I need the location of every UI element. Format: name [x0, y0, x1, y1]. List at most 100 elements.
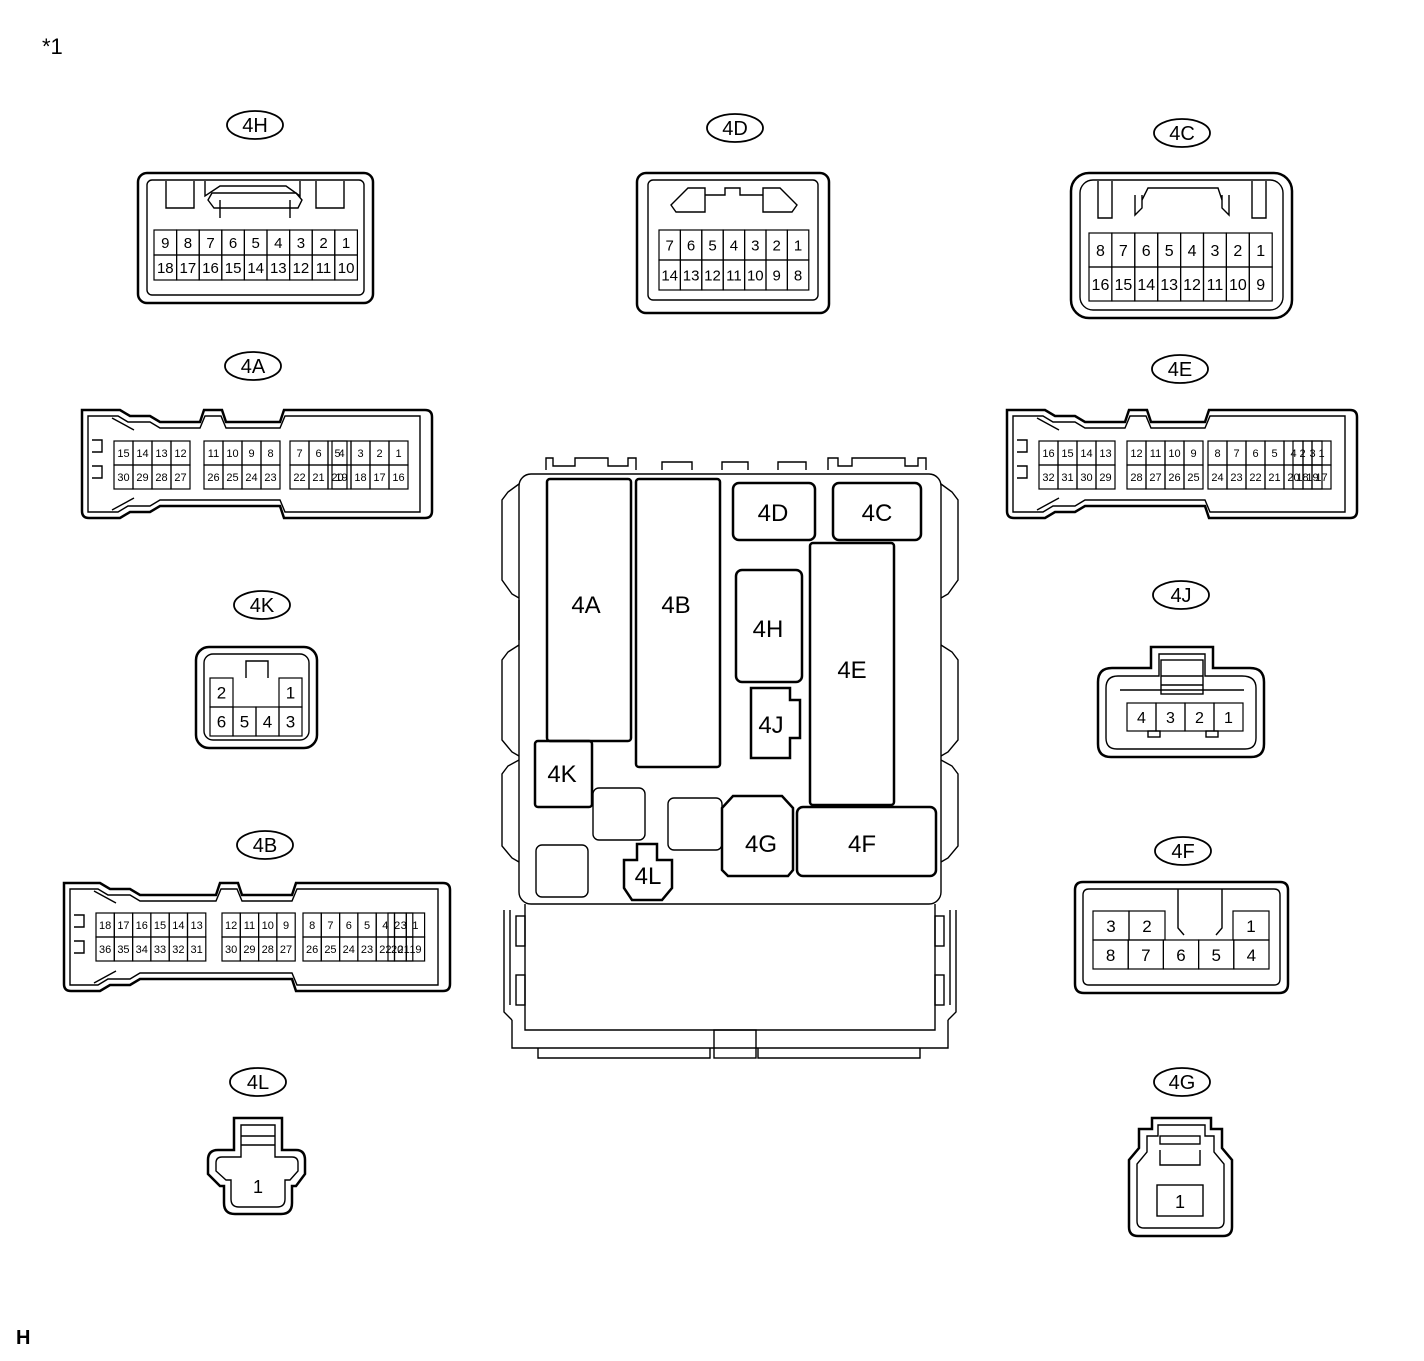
- pin-label: 7: [327, 920, 333, 932]
- pin-label: 14: [1137, 277, 1155, 294]
- connector-tag-4f: 4F: [1171, 841, 1194, 863]
- pin-label: 13: [1160, 277, 1178, 294]
- pin-cell: [1311, 464, 1332, 490]
- pin-label: 9: [1256, 277, 1265, 294]
- block-label-4e: 4E: [837, 657, 866, 684]
- pin-label: 20: [331, 472, 343, 484]
- pin-label: 29: [136, 472, 148, 484]
- socket-4e: [808, 541, 896, 807]
- pin-label: 5: [364, 920, 370, 932]
- pin-label: 13: [155, 448, 167, 460]
- pin-label: 3: [1166, 710, 1175, 727]
- pin-label: 4: [1247, 946, 1256, 965]
- connector-tag-4l: 4L: [247, 1072, 269, 1094]
- pin-label: 11: [244, 920, 255, 932]
- pin-label: 28: [262, 944, 274, 956]
- pin-label: 4: [1188, 243, 1197, 260]
- pin-label: 10: [1229, 277, 1247, 294]
- connector-4e: [1005, 408, 1359, 520]
- pin-label: 8: [1214, 448, 1220, 460]
- pin-label: 24: [1211, 472, 1223, 484]
- pin-label: 10: [1168, 448, 1180, 460]
- pin-cell: [786, 259, 810, 291]
- pin-label: 5: [1211, 946, 1220, 965]
- pin-label: 18: [354, 472, 366, 484]
- pin-label: 6: [229, 235, 237, 252]
- pin-label: 17: [180, 260, 197, 277]
- pin-label: 4: [338, 448, 344, 460]
- pin-label: 9: [283, 920, 289, 932]
- socket-4j: [749, 686, 802, 760]
- socket-4h: [734, 568, 804, 684]
- pin-label: 23: [361, 944, 373, 956]
- pin-label: 2: [394, 920, 400, 932]
- connector-tag-4h: 4H: [242, 115, 268, 137]
- pin-label: 8: [794, 267, 802, 284]
- connector-tag-oval-4d: [706, 113, 764, 143]
- pin-label: 16: [392, 472, 404, 484]
- pin-label: 2: [217, 684, 226, 703]
- connector-4c: [1069, 171, 1294, 320]
- pin-label: 1: [1224, 710, 1233, 727]
- pin-label: 6: [1142, 243, 1151, 260]
- pin-label: 7: [1233, 448, 1239, 460]
- pin-label: 3: [286, 713, 295, 732]
- socket-4d: [731, 481, 817, 542]
- pin-label: 11: [316, 260, 332, 277]
- pin-label: 2: [1299, 448, 1305, 460]
- pin-label: 3: [401, 920, 407, 932]
- pin-label: 30: [117, 472, 129, 484]
- block-label-4a: 4A: [571, 592, 600, 619]
- pin-label: 16: [1042, 448, 1054, 460]
- pin-label: 12: [225, 920, 237, 932]
- pin-label: 7: [296, 448, 302, 460]
- pin-label: 14: [1080, 448, 1092, 460]
- pin-label: 6: [1252, 448, 1258, 460]
- pin-label: 15: [1061, 448, 1073, 460]
- block-label-4h: 4H: [753, 616, 784, 643]
- pin-label: 4: [382, 920, 388, 932]
- pin-label: 5: [334, 448, 340, 460]
- connector-tag-4j: 4J: [1170, 585, 1191, 607]
- connector-tag-4a: 4A: [241, 356, 266, 378]
- connector-tag-oval-4j: [1152, 580, 1210, 610]
- pin-label: 5: [1165, 243, 1174, 260]
- pin-label: 17: [373, 472, 385, 484]
- pin-label: 28: [155, 472, 167, 484]
- pin-label: 27: [174, 472, 186, 484]
- pin-label: 31: [191, 944, 203, 956]
- pin-label: 33: [154, 944, 166, 956]
- pin-cell: [278, 706, 303, 737]
- pin-label: 32: [172, 944, 184, 956]
- pin-label-4g: 1: [1175, 1192, 1185, 1212]
- pin-label: 15: [117, 448, 129, 460]
- pin-label: 23: [1230, 472, 1242, 484]
- pin-label: 12: [704, 267, 721, 284]
- pin-label: 7: [666, 237, 674, 254]
- block-label-4c: 4C: [862, 500, 893, 527]
- pin-label: 28: [1130, 472, 1142, 484]
- pin-label: 21: [1268, 472, 1280, 484]
- pin-cell: [405, 936, 426, 962]
- pin-label: 16: [1092, 277, 1110, 294]
- pin-label: 22: [379, 944, 391, 956]
- pin-label: 4: [730, 237, 738, 254]
- pin-label: 5: [708, 237, 716, 254]
- pin-label: 14: [247, 260, 264, 277]
- pin-label: 6: [315, 448, 321, 460]
- pin-label: 7: [1141, 946, 1150, 965]
- connector-tag-oval-4f: [1154, 836, 1212, 866]
- connector-tag-4e: 4E: [1168, 359, 1192, 381]
- connector-tag-oval-4b: [236, 830, 294, 860]
- connector-4g: [1127, 1116, 1234, 1238]
- pin-label: 18: [1296, 472, 1308, 484]
